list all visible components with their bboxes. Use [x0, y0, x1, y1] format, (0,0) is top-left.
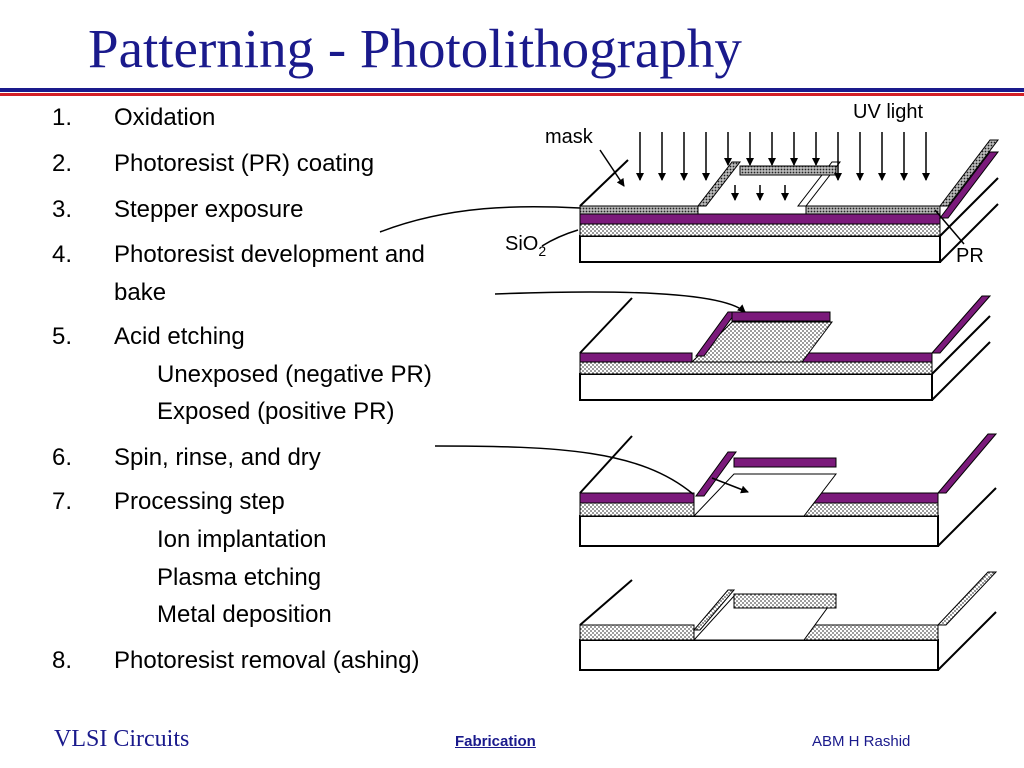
mask-label: mask [545, 126, 594, 148]
pr-edge-right [930, 295, 992, 354]
pr-edge-right [938, 151, 1000, 219]
substrate-layer [579, 373, 933, 401]
oxide-layer [579, 361, 933, 375]
sub-item-metal-deposition: Metal deposition [157, 601, 332, 628]
stage-pr-removed [579, 571, 998, 671]
footer-author: ABM H Rashid [812, 733, 911, 750]
perspective-edge [937, 487, 997, 547]
oxide-wall-left [692, 589, 736, 631]
perspective-edge [579, 297, 633, 354]
substrate-layer [579, 515, 939, 547]
perspective-edge [939, 203, 999, 263]
stage-exposure: UV light mask SiO2 PR [505, 101, 1000, 267]
step-number: 8. [52, 647, 73, 674]
substrate-layer [579, 639, 939, 671]
perspective-edge [579, 159, 629, 207]
pr-pad-left [579, 492, 695, 504]
step-number: 1. [52, 104, 73, 131]
pr-label: PR [956, 245, 984, 267]
slide-title: Patterning - Photolithography [88, 18, 742, 79]
pr-pad-left [579, 352, 693, 363]
step-number: 6. [52, 444, 73, 471]
sub-item-plasma-etching: Plasma etching [157, 564, 322, 591]
sub-item-ion-implantation: Ion implantation [157, 526, 327, 553]
oxide-layer [579, 223, 941, 237]
step-number: 7. [52, 488, 73, 515]
step-number: 4. [52, 241, 73, 268]
footer-section-link[interactable]: Fabrication [455, 733, 536, 750]
pr-edge-right [936, 433, 998, 494]
sio2-label: SiO2 [505, 233, 546, 259]
oxide-pad-right [803, 624, 939, 641]
oxide-pad-left [579, 624, 695, 641]
title-underline-blue [0, 88, 1024, 92]
mask-pointer [599, 149, 625, 187]
step-pr-development: Photoresist development and [114, 241, 425, 268]
step-number: 2. [52, 150, 73, 177]
mask-segment-right [805, 205, 941, 215]
step-oxidation: Oxidation [114, 104, 216, 131]
uv-light-label: UV light [853, 101, 923, 123]
step-processing: Processing step [114, 488, 285, 515]
connector-step6-etching [434, 445, 694, 495]
oxide-back-wall [733, 593, 837, 609]
mask-opaque-feature [739, 165, 837, 176]
sub-item-positive-pr: Exposed (positive PR) [157, 398, 395, 425]
oxide-pad-left [579, 502, 695, 517]
step-spin-rinse-dry: Spin, rinse, and dry [114, 444, 321, 471]
stage-development [579, 295, 992, 401]
step-pr-coating: Photoresist (PR) coating [114, 150, 375, 177]
oxide-edge-right [936, 571, 998, 626]
connector-step3-exposure [379, 205, 581, 233]
title-underline-red [0, 93, 1024, 96]
pr-top-back [733, 457, 837, 468]
connector-step4-development [494, 291, 746, 313]
mask-segment-left [579, 205, 699, 215]
uv-light-arrows [636, 132, 930, 201]
perspective-edge [937, 611, 997, 671]
perspective-edge [931, 341, 991, 401]
step-pr-development-continued: bake [114, 279, 167, 306]
pr-pad-right [803, 492, 939, 504]
mask-edge-right [938, 139, 1000, 207]
pr-pointer [934, 209, 965, 245]
sio2-pointer [541, 229, 579, 247]
oxide-pad-right [803, 502, 939, 517]
step-pr-removal: Photoresist removal (ashing) [114, 647, 420, 674]
pr-top-back [731, 311, 831, 322]
step-acid-etching: Acid etching [114, 323, 245, 350]
stage-etching [579, 433, 998, 547]
substrate-layer [579, 235, 941, 263]
sub-item-negative-pr: Unexposed (negative PR) [157, 361, 432, 388]
perspective-edge [579, 579, 633, 626]
perspective-edge [931, 315, 991, 375]
step-stepper-exposure: Stepper exposure [114, 196, 304, 223]
etch-direction-arrow [711, 477, 749, 494]
footer-course-title: VLSI Circuits [54, 726, 190, 752]
pr-pad-right [801, 352, 933, 363]
step-number: 3. [52, 196, 73, 223]
mask-slant-left [696, 161, 742, 207]
photoresist-layer [579, 213, 941, 225]
pr-wall-left [695, 451, 737, 497]
step-number: 5. [52, 323, 73, 350]
perspective-edge [579, 435, 633, 494]
